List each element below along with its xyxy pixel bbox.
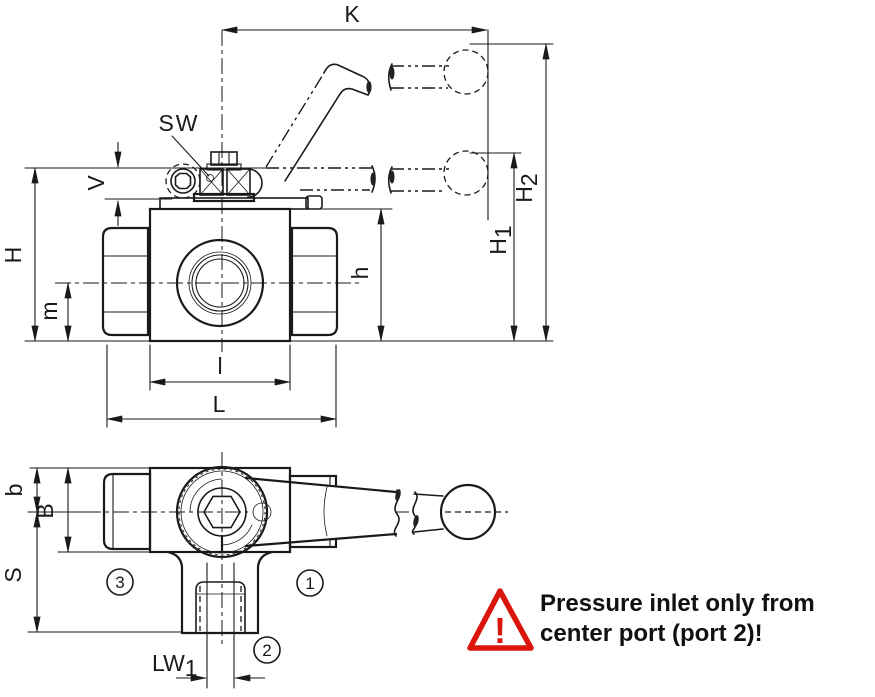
warning-exclamation: ! (494, 610, 506, 651)
stem-bolt (210, 151, 238, 166)
handle-pivot-pin (252, 502, 272, 522)
handle-ball-phantom-lower (443, 150, 489, 196)
dim-label-h: h (347, 267, 373, 280)
sw-leader-target (206, 174, 214, 182)
dimension-H2: H2 (511, 42, 550, 343)
stem-hub (165, 151, 263, 203)
handle-socket-lobe (247, 168, 263, 198)
right-nut-front (290, 226, 339, 337)
dimension-K: K (220, 1, 489, 34)
valve-body-front (148, 195, 323, 343)
dim-label-m: m (36, 301, 62, 320)
port-2-callout: 2 (253, 636, 281, 664)
handle-ball-plan (439, 483, 497, 541)
dim-label-K: K (344, 1, 360, 27)
port-3-callout: 3 (106, 568, 134, 596)
dimension-H1: H1 (485, 151, 518, 343)
port-bore-outer (175, 238, 265, 328)
break-mark (366, 81, 372, 93)
dim-label-H1: H1 (485, 225, 516, 254)
handle-phantom-raised (387, 49, 489, 95)
dimension-L: L (105, 344, 338, 428)
dim-label-B: B (32, 503, 58, 518)
warning-text-line1: Pressure inlet only from (540, 590, 815, 617)
dimension-V: V (83, 142, 122, 226)
port-3-label: 3 (115, 573, 124, 592)
dim-label-LW1: LW1 (152, 650, 198, 681)
port-2-label: 2 (262, 641, 271, 660)
left-nut-plan (102, 472, 152, 551)
dim-label-b: b (1, 484, 27, 497)
label-SW: SW (158, 110, 210, 177)
dim-label-l: l (217, 353, 222, 379)
warning-triangle-icon (467, 588, 534, 651)
dim-label-H2: H2 (511, 173, 542, 202)
left-nut-front (101, 226, 150, 337)
dim-label-V: V (83, 175, 109, 191)
port-1-callout: 1 (296, 569, 324, 597)
dim-label-S: S (0, 567, 26, 582)
warning-note: ! Pressure inlet only from center port (… (467, 588, 815, 651)
side-view: K H V m h H1 H2 l (0, 1, 554, 428)
stem-hex-plan (203, 495, 241, 529)
warning-text-line2: center port (port 2)! (540, 620, 763, 647)
handle-phantom-horizontal (266, 150, 489, 196)
hex-socket (174, 172, 192, 190)
dim-label-H: H (0, 247, 26, 264)
dim-label-L: L (213, 391, 226, 417)
dimension-l: l (148, 344, 292, 391)
dimension-m: m (36, 281, 72, 343)
hub-plan (175, 465, 272, 559)
dimension-b: b (1, 466, 41, 514)
plan-view: 3 1 2 b B S LW1 (0, 452, 508, 689)
dimension-S: S (0, 510, 41, 634)
handle-tilted (265, 63, 372, 182)
dimension-H: H (0, 166, 39, 343)
port-1-label: 1 (305, 574, 314, 593)
port-bore-thread (191, 254, 249, 312)
dimension-LW1: LW1 (152, 650, 265, 682)
dim-label-SW: SW (158, 110, 199, 136)
handle-plan (244, 476, 497, 548)
port2-boss (166, 550, 274, 689)
dimension-h: h (347, 207, 385, 343)
handle-ball-phantom-upper (443, 49, 489, 95)
knurled-ring (178, 468, 266, 556)
handle-end-phantom (165, 163, 201, 199)
sw-leader-line (171, 135, 210, 177)
